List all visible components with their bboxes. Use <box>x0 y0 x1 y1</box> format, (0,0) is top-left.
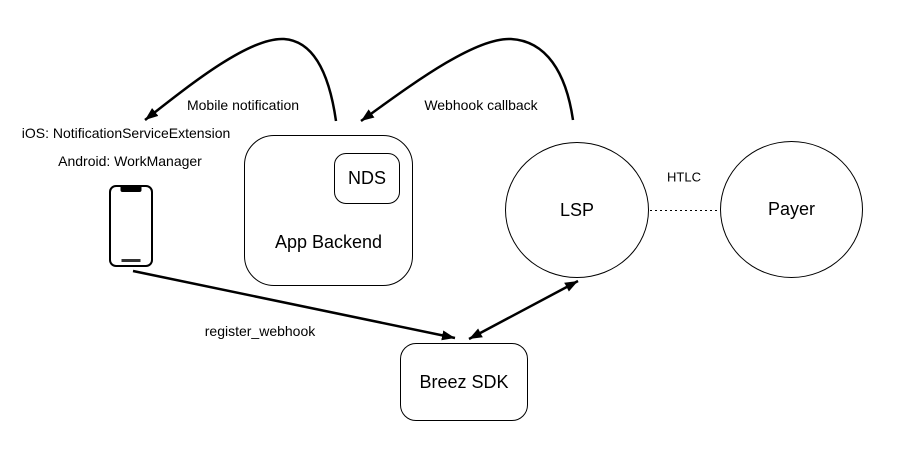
lsp-label: LSP <box>559 199 595 220</box>
breez-sdk-label: Breez SDK <box>419 371 509 392</box>
htlc-edge-label: HTLC <box>665 169 703 185</box>
payer-node: Payer <box>720 141 863 278</box>
webhook-callback-edge-label: Webhook callback <box>422 97 540 113</box>
ios-extension-label: iOS: NotificationServiceExtension <box>19 125 233 141</box>
android-workmanager-label: Android: WorkManager <box>56 153 204 169</box>
breez-sdk-node: Breez SDK <box>400 343 528 421</box>
mobile-notification-arrow <box>144 37 338 122</box>
mobile-device-icon <box>109 185 153 267</box>
app-backend-label: App Backend <box>274 232 383 252</box>
mobile-notification-edge-label: Mobile notification <box>184 97 302 113</box>
register-webhook-arrow <box>132 269 456 341</box>
lsp-breez-double-arrow <box>468 279 579 341</box>
webhook-callback-arrow <box>360 37 575 123</box>
phone-notch-icon <box>120 187 142 192</box>
phone-home-indicator-icon <box>121 259 141 262</box>
nds-label: NDS <box>347 168 386 188</box>
register-webhook-edge-label: register_webhook <box>202 323 318 339</box>
payer-label: Payer <box>767 199 816 219</box>
nds-node: NDS <box>334 153 400 204</box>
lsp-node: LSP <box>505 142 649 278</box>
